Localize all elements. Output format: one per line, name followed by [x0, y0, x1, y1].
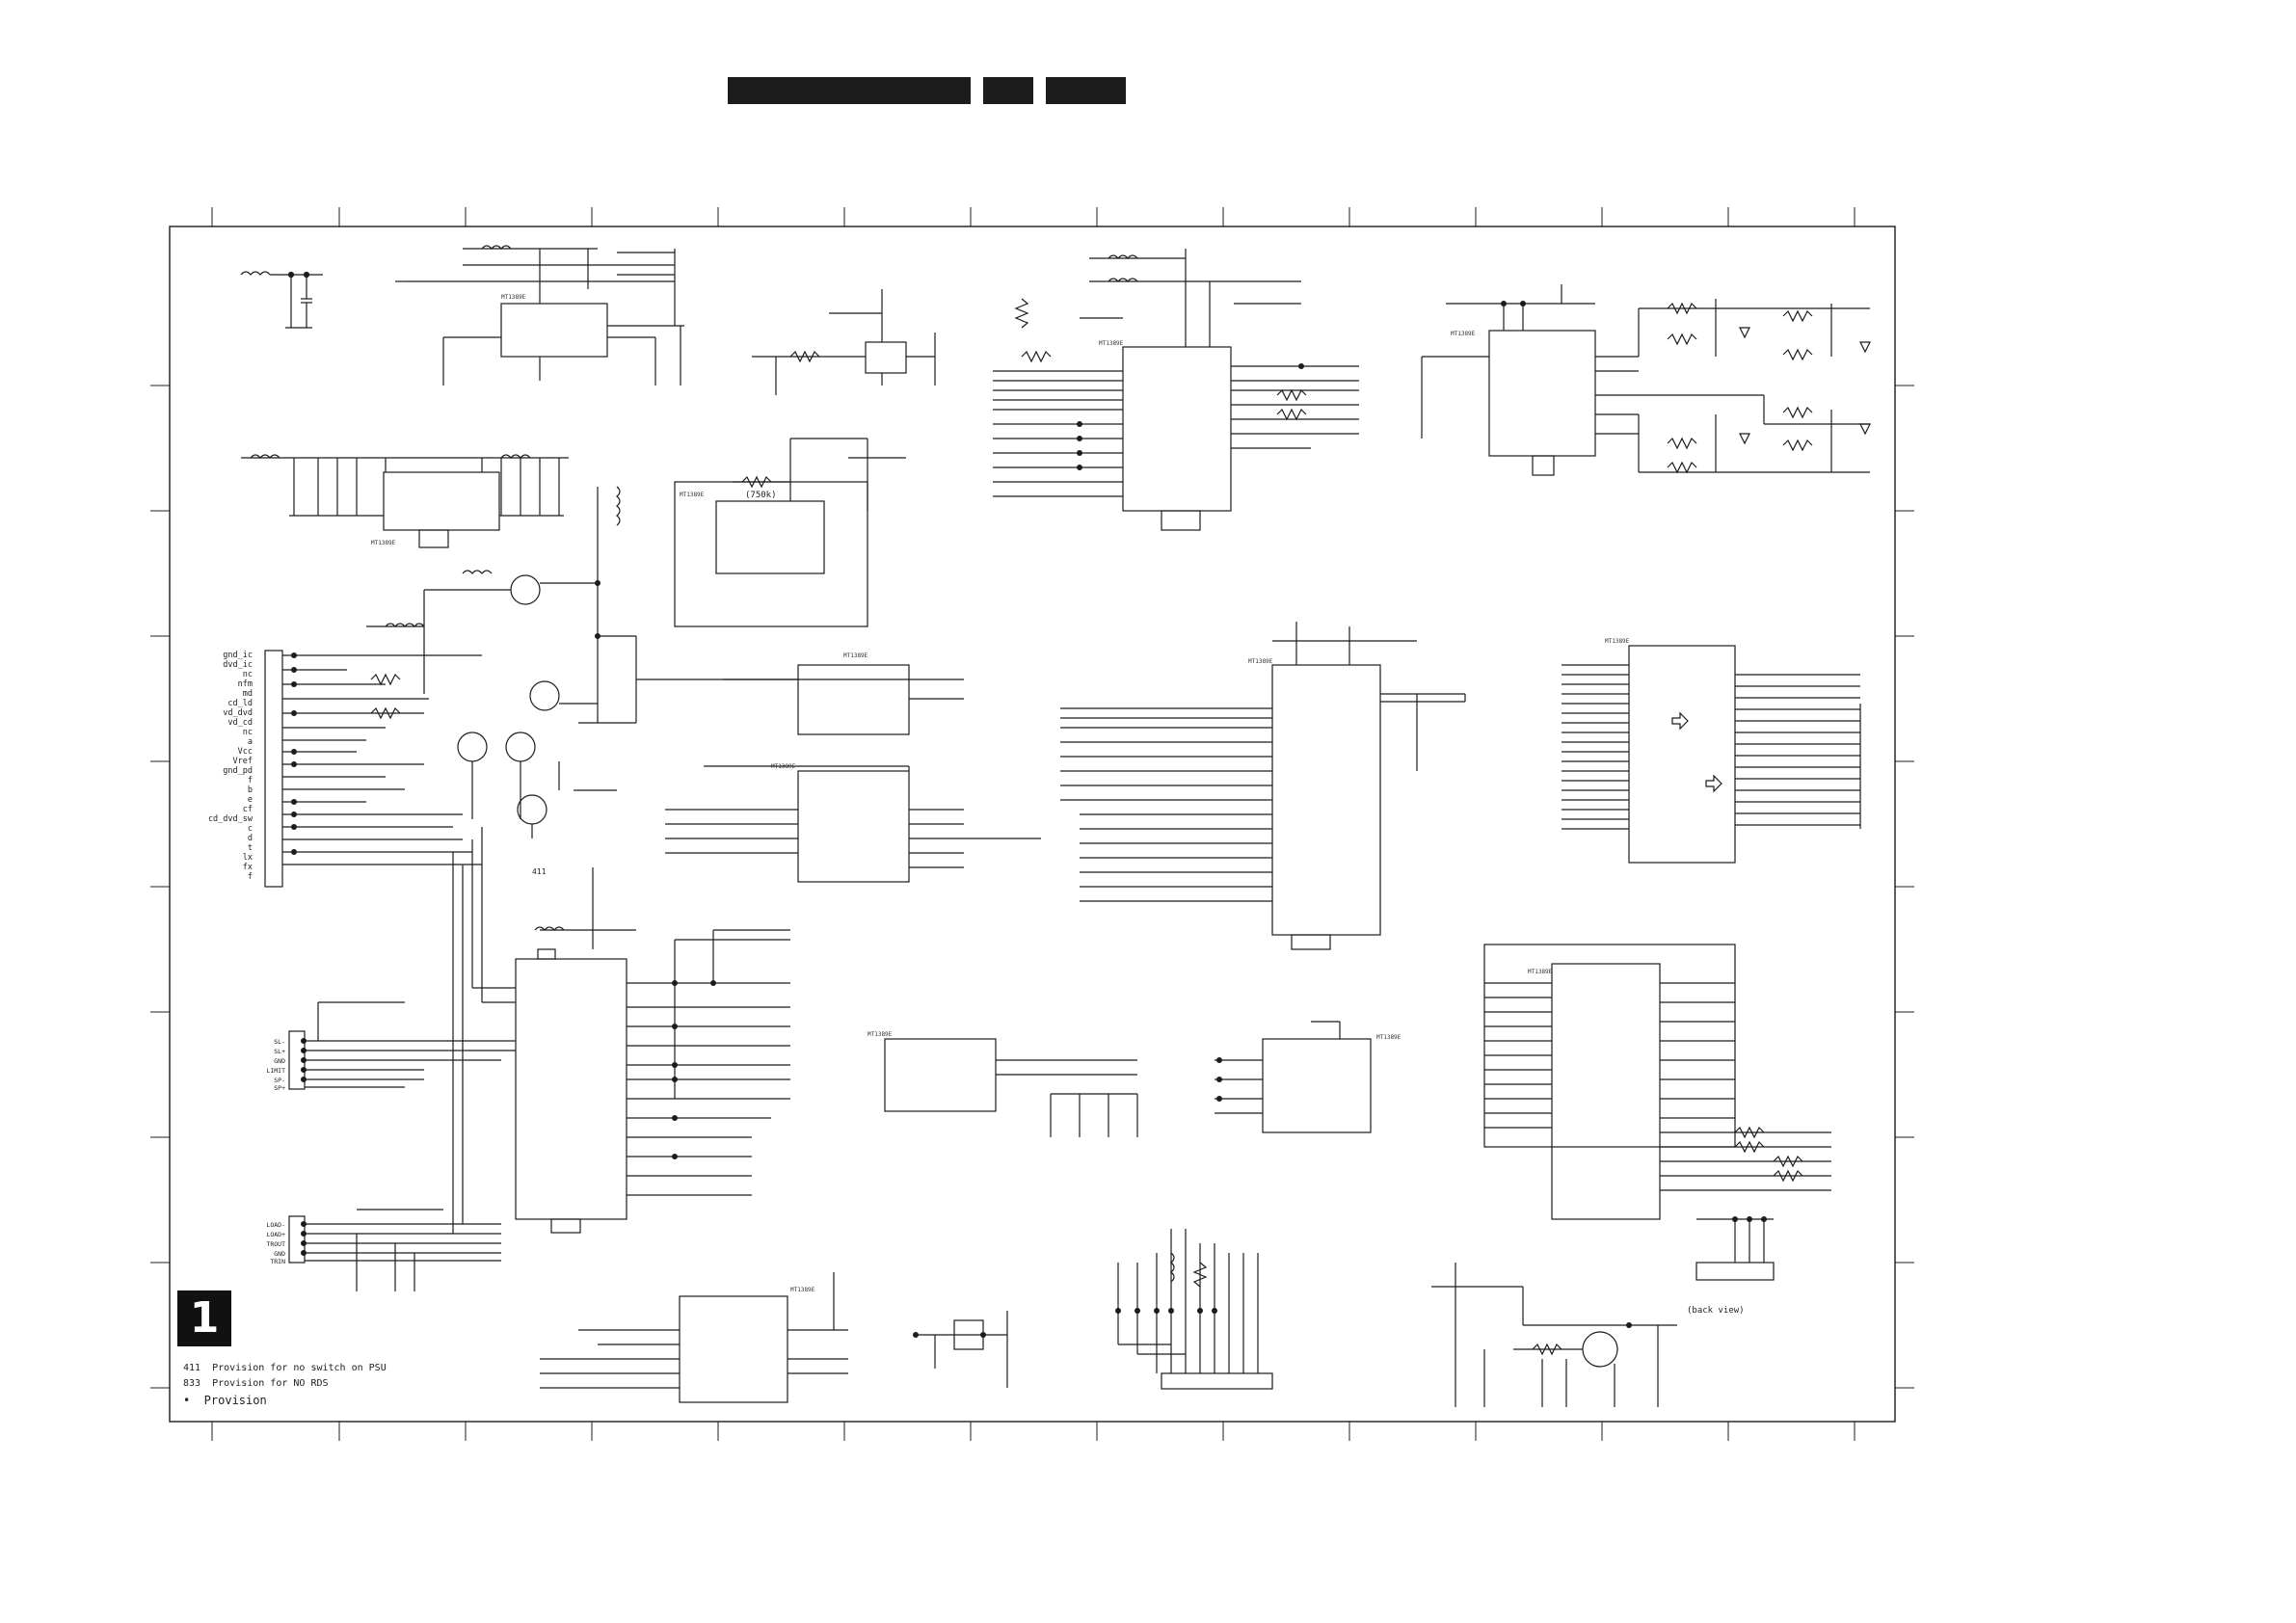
pin-label: Vref [233, 757, 253, 766]
junction-dots [291, 301, 1767, 1338]
loader-connector-labels: LOAD- LOAD+ TROUT GND TRIN [266, 1221, 285, 1265]
pin-label: f [248, 872, 253, 882]
pin-label: LIMIT [266, 1067, 285, 1075]
pin-label: vd_dvd [223, 708, 253, 718]
power-switch-transistor [1431, 1263, 1677, 1407]
drawing-frame [169, 226, 1896, 1423]
flash-ic [1483, 944, 1831, 1281]
footnote-provision: • Provision [183, 1394, 267, 1407]
front-panel-connector [1117, 1229, 1273, 1390]
footnote-rds: 833 Provision for NO RDS [183, 1378, 329, 1389]
pin-label: LOAD- [266, 1221, 285, 1229]
pin-label: TROUT [266, 1240, 285, 1248]
crystal-oscillator-block [674, 438, 906, 627]
power-input-filter [240, 271, 323, 329]
pin-label: cd_ld [227, 699, 253, 708]
pickup-connector-labels: gnd_ic dvd_ic nc nfm md cd_ld vd_dvd vd_… [208, 651, 254, 882]
mute-ic [540, 1272, 848, 1403]
footnote-psu: 411 Provision for no switch on PSU [183, 1363, 387, 1373]
ic-label-decoder: MT1389E [1248, 658, 1273, 665]
bottom-filter [916, 1311, 1008, 1388]
pin-label: LOAD+ [266, 1231, 285, 1238]
ic-label-buffer-a: MT1389E [843, 652, 868, 659]
pin-label: c [248, 824, 253, 834]
pin-label: SP- [274, 1077, 285, 1084]
pin-label: nc [243, 670, 253, 679]
pickup-connector-body [264, 650, 482, 888]
laser-driver-stage [366, 486, 964, 838]
header-title-block [728, 77, 971, 104]
ic-label-mute: MT1389E [790, 1287, 815, 1293]
pin-label: SL- [274, 1038, 285, 1046]
buffer-ic-b [665, 765, 1041, 883]
servo-ic [993, 249, 1359, 531]
ic-part-labels: MT1389E MT1389E MT1389E MT1389E MT1389E … [371, 294, 1630, 1293]
pin-label: Vcc [238, 747, 253, 757]
pin-label: cd_dvd_sw [208, 814, 254, 824]
pin-label: gnd_ic [223, 651, 253, 660]
opamp-block [752, 289, 936, 395]
pin-label: fx [243, 863, 253, 872]
header-page-block [983, 77, 1033, 104]
loader-connector-body [288, 1209, 501, 1291]
pin-label: gnd_pd [223, 766, 253, 776]
crystal-frequency-label: (750k) [745, 491, 777, 500]
eeprom-ic [884, 1038, 1138, 1137]
ic-label-dac: MT1389E [1451, 331, 1476, 337]
regulator-top [395, 245, 684, 386]
pin-label: nc [243, 728, 253, 737]
pin-label: e [248, 795, 253, 805]
ic-label-flash: MT1389E [1528, 969, 1553, 975]
pin-label: a [248, 737, 253, 747]
motor-driver-ic [452, 827, 790, 1234]
audio-dac-ic [1421, 284, 1871, 476]
pin-label: vd_cd [227, 718, 253, 728]
pin-label: f [248, 776, 253, 785]
pin-label: SL+ [274, 1048, 285, 1055]
sdram-ic [1562, 645, 1861, 864]
sled-connector-body [288, 1001, 516, 1090]
pin-label: nfm [238, 679, 253, 689]
pin-label: md [243, 689, 253, 699]
ic-label-oscillator: MT1389E [680, 492, 705, 498]
sled-connector-labels: SL- SL+ GND LIMIT SP- SP+ [266, 1038, 285, 1092]
ic-label-sdram: MT1389E [1605, 638, 1630, 645]
net-label-411: 411 [532, 867, 547, 876]
pin-label: GND [274, 1250, 285, 1258]
pin-label: b [248, 785, 253, 795]
ic-label-regulator: MT1389E [501, 294, 526, 301]
pin-label: TRIN [270, 1258, 285, 1265]
ic-label-buffer-b: MT1389E [771, 763, 796, 770]
pin-label: SP+ [274, 1084, 285, 1092]
regulator-second [241, 454, 569, 548]
pin-label: t [248, 843, 253, 853]
pin-label: lx [243, 853, 253, 863]
reset-ic [1215, 1021, 1372, 1133]
ic-label-servo: MT1389E [1099, 340, 1124, 347]
ic-label-reset: MT1389E [1376, 1034, 1402, 1041]
sheet-number-badge: 1 [177, 1290, 231, 1346]
ic-label-regulator2: MT1389E [371, 540, 396, 546]
frame-ticks [150, 207, 1914, 1441]
pin-label: cf [243, 805, 253, 814]
pin-label: dvd_ic [223, 660, 253, 670]
ic-label-eeprom: MT1389E [868, 1031, 893, 1038]
pin-label: GND [274, 1057, 285, 1065]
header-version-block [1046, 77, 1126, 104]
decoder-ic [1060, 622, 1466, 950]
connector-back-view-label: (back view) [1687, 1306, 1745, 1316]
pin-label: d [248, 834, 253, 843]
buffer-ic-a [723, 664, 964, 735]
